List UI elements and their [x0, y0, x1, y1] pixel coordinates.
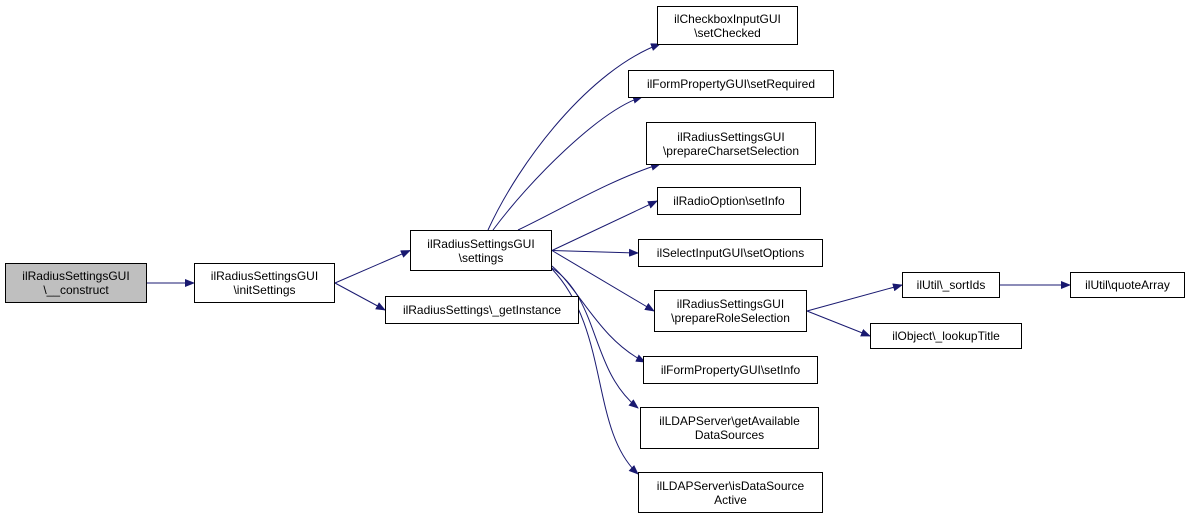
node-label-line: ilRadiusSettings\_getInstance — [402, 303, 562, 317]
node-label-line: ilRadioOption\setInfo — [673, 194, 785, 208]
edge-settings-to-getAvailable — [551, 267, 639, 409]
edge-settings-to-radioSetInfo — [551, 200, 658, 251]
edge-settings-to-isActive — [551, 268, 639, 475]
node-label-line: ilCheckboxInputGUI — [674, 11, 781, 26]
edge-prepareRole-to-sortIds — [806, 283, 903, 312]
node-label-line: \__construct — [43, 283, 109, 297]
node-label-line: \initSettings — [233, 283, 296, 297]
node-label-line: ilSelectInputGUI\setOptions — [656, 246, 805, 260]
node-formSetInfo[interactable]: ilFormPropertyGUI\setInfo — [643, 356, 818, 384]
node-setOptions[interactable]: ilSelectInputGUI\setOptions — [638, 239, 823, 267]
node-label-line: ilUtil\_sortIds — [916, 278, 986, 292]
node-label-line: ilLDAPServer\getAvailable — [659, 414, 800, 428]
node-sortIds[interactable]: ilUtil\_sortIds — [902, 272, 1000, 298]
node-label-line: ilFormPropertyGUI\setRequired — [646, 77, 816, 91]
edge-settings-to-setOptions — [551, 248, 639, 257]
node-label-line: ilRadiusSettingsGUI — [22, 269, 130, 283]
node-label-line: ilRadiusSettingsGUI — [676, 297, 785, 311]
edge-initSettings-to-getInstance — [334, 282, 386, 311]
node-label-line: ilRadiusSettingsGUI — [677, 129, 785, 144]
edge-settings-to-prepareRole — [551, 250, 655, 312]
node-label-line: ilRadiusSettingsGUI — [427, 236, 535, 251]
node-label-line: ilObject\_lookupTitle — [892, 329, 1000, 343]
node-prepareRole[interactable]: ilRadiusSettingsGUI\prepareRoleSelection — [654, 290, 807, 332]
edge-prepareRole-to-lookupTitle — [806, 310, 871, 337]
node-label-line: ilUtil\quoteArray — [1085, 278, 1170, 292]
node-label-line: \settings — [458, 250, 504, 265]
node-label-line: ilRadiusSettingsGUI — [210, 269, 319, 283]
node-label-line: \setChecked — [694, 25, 761, 40]
node-label-line: \prepareRoleSelection — [671, 311, 790, 325]
edge-settings-to-setChecked — [487, 43, 661, 231]
node-label-line: DataSources — [694, 428, 765, 442]
node-label-line: Active — [714, 492, 747, 507]
node-initSettings[interactable]: ilRadiusSettingsGUI\initSettings — [194, 263, 335, 303]
node-setChecked[interactable]: ilCheckboxInputGUI\setChecked — [657, 6, 798, 45]
node-label-line: ilLDAPServer\isDataSource — [656, 478, 805, 493]
node-radioSetInfo[interactable]: ilRadioOption\setInfo — [657, 187, 801, 215]
node-settings[interactable]: ilRadiusSettingsGUI\settings — [410, 230, 552, 271]
node-label-line: ilFormPropertyGUI\setInfo — [660, 363, 801, 377]
node-getInstance[interactable]: ilRadiusSettings\_getInstance — [385, 296, 579, 324]
node-prepareCharset[interactable]: ilRadiusSettingsGUI\prepareCharsetSelect… — [646, 122, 816, 165]
node-label-line: \prepareCharsetSelection — [662, 143, 800, 158]
edge-settings-to-setRequired — [492, 95, 643, 231]
edge-initSettings-to-settings — [334, 250, 411, 284]
node-setRequired[interactable]: ilFormPropertyGUI\setRequired — [628, 70, 834, 98]
node-construct: ilRadiusSettingsGUI\__construct — [5, 263, 147, 303]
edge-settings-to-prepareCharset — [517, 162, 661, 231]
node-lookupTitle[interactable]: ilObject\_lookupTitle — [870, 323, 1022, 349]
node-quoteArray[interactable]: ilUtil\quoteArray — [1070, 272, 1185, 298]
